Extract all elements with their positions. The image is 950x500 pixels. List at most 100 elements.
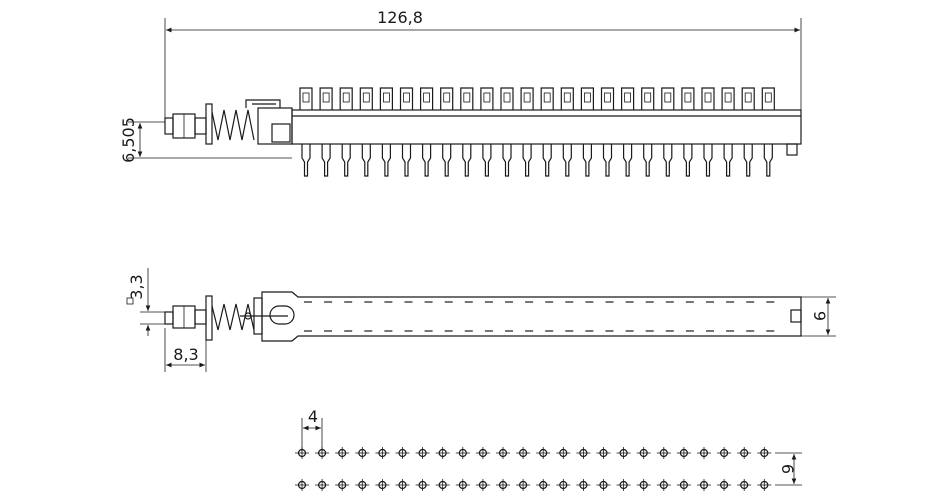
body-width-label: 9 [810,311,829,321]
top-plug-neck [194,309,207,325]
top-slot [269,305,295,325]
terminal-top-bracket [621,87,635,110]
terminal-top-window [382,92,390,103]
terminal-top-window [684,92,692,103]
side-plug-tip [164,117,174,135]
terminal-bottom-pin [542,144,552,177]
terminal-top-window [744,92,752,103]
terminal-bottom-pin [361,144,371,177]
terminal-top-bracket [721,87,735,110]
terminal-top-bracket [379,87,393,110]
terminal-bottom-pin [763,144,773,177]
terminal-bottom-pin [723,144,733,177]
terminal-bottom-pin [602,144,613,177]
terminal-top-bracket [480,87,494,110]
hole-grid [295,447,772,491]
terminal-top-window [604,92,611,103]
diameter-label: 3,3 [127,274,146,299]
terminal-top-window [302,92,310,103]
terminal-top-window [724,92,732,103]
terminal-bottom-pin [502,144,512,177]
terminal-bottom-pin [582,144,592,177]
terminal-bottom-pin [522,144,532,177]
terminal-top-bracket [661,87,675,110]
terminal-bottom-pin [683,144,693,177]
plug-length-label: 8,3 [173,345,198,364]
terminal-top-bracket [580,87,594,110]
terminal-top-bracket [681,87,695,110]
terminal-bottom-pin [482,144,492,177]
terminal-top-window [523,92,531,103]
terminal-top-window [503,92,511,103]
terminal-top-bracket [460,87,474,110]
side-body-bar [291,109,802,145]
hole-pattern-view: 4 6 [295,407,802,491]
terminal-bottom-pin [422,144,432,177]
terminal-top-window [704,92,712,103]
row-spacing-label: 6 [778,464,797,474]
terminal-top-bracket [761,87,775,110]
side-housing [257,107,293,145]
terminal-top-bracket [520,87,534,110]
terminal-bottom-pin [381,144,391,177]
terminal-top-window [644,92,652,103]
terminal-top-bracket [440,87,454,110]
terminal-top-bracket [641,87,655,110]
terminal-top-bracket [540,87,554,110]
terminal-top-bracket [359,87,373,110]
terminal-top-bracket [600,87,615,110]
terminal-top-window [764,92,772,103]
terminal-bottom-pin [562,144,572,177]
square-symbol-icon [126,297,134,305]
terminal-bottom-pin [743,144,753,177]
top-view: 3,3 8,3 9 [126,268,836,372]
terminal-bottom-pin [321,144,331,177]
top-spring [211,303,255,331]
terminal-top-bracket [741,87,755,110]
contact-dash-rows [304,301,775,332]
overall-length-label: 126,8 [377,8,423,27]
terminal-bottom-pin [301,144,311,177]
terminal-top-window [563,92,571,103]
terminal-top-window [624,92,631,103]
side-end-tab [786,143,798,156]
terminal-top-bracket [339,87,353,110]
top-body-outline [261,291,802,342]
terminal-top-bracket [560,87,574,110]
terminal-top-window [463,92,471,103]
terminal-top-window [584,92,591,103]
terminal-top-window [322,92,330,103]
terminal-top-window [543,92,551,103]
terminal-bottom-pin [341,144,351,177]
terminal-top-bracket [420,87,434,110]
side-housing-window [271,123,291,143]
terminal-top-bracket [500,87,514,110]
terminal-top-window [403,92,410,103]
terminal-array [299,87,775,177]
pitch-label: 4 [308,407,318,426]
terminal-top-window [443,92,451,103]
terminal-top-window [664,92,672,103]
terminal-bottom-pin [442,144,452,177]
terminal-bottom-pin [663,144,673,177]
terminal-top-window [423,92,431,103]
terminal-top-bracket [319,87,333,110]
terminal-top-bracket [701,87,715,110]
top-pull-ring [244,312,252,320]
terminal-top-bracket [299,87,313,110]
side-view: 126,8 6,505 [119,8,802,177]
terminal-top-window [483,92,491,103]
side-plug-neck [194,117,207,135]
top-end-notch [790,309,802,323]
terminal-top-bracket [399,87,414,110]
terminal-bottom-pin [462,144,472,177]
terminal-bottom-pin [643,144,653,177]
side-spring-flange [205,103,213,145]
terminal-bottom-pin [703,144,713,177]
terminal-bottom-pin [623,144,633,177]
terminal-top-window [362,92,370,103]
top-spring-flange [205,295,213,341]
terminal-top-window [342,92,350,103]
side-height-label: 6,505 [119,117,138,163]
